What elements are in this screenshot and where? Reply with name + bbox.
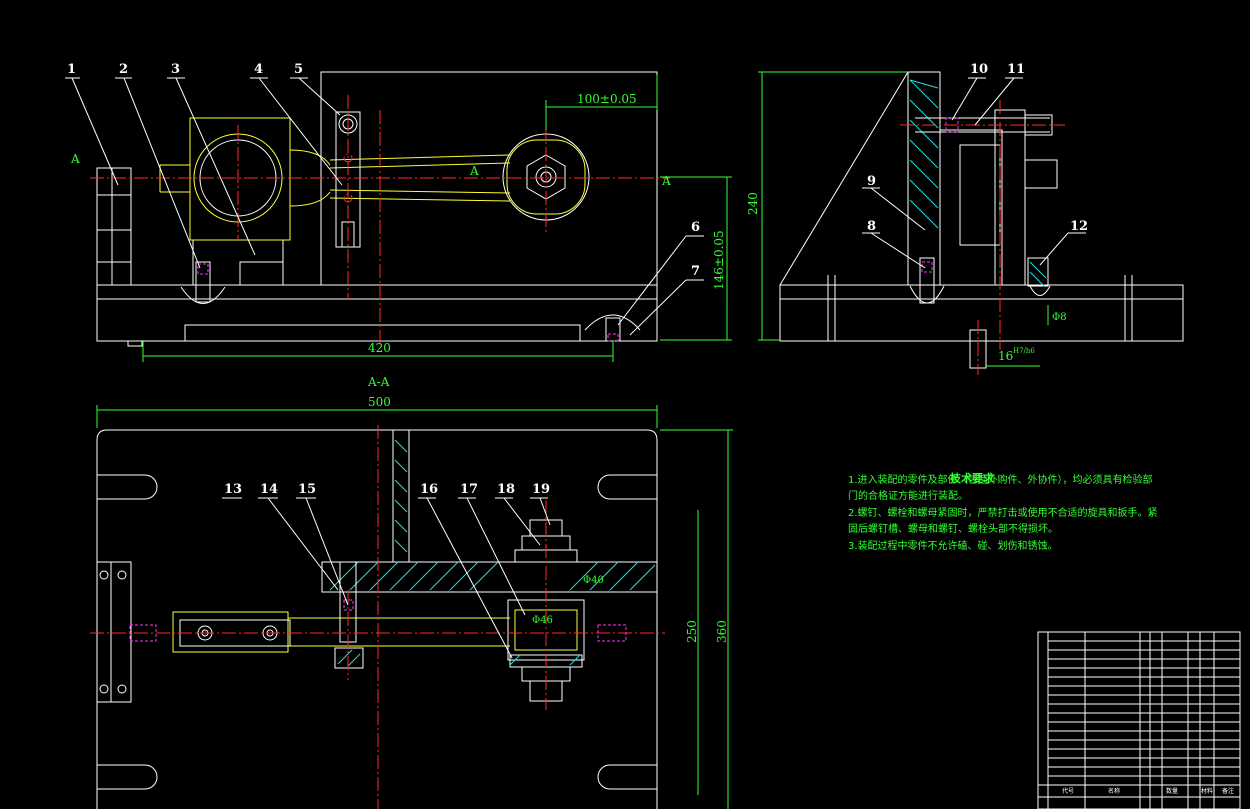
part-label-4: 4 — [254, 62, 263, 77]
part-label-1: 1 — [67, 62, 76, 77]
part-label-3: 3 — [171, 62, 180, 77]
title-col-name: 名称 — [1108, 787, 1120, 795]
section-mark-mid: A — [469, 164, 479, 178]
part-label-18: 18 — [497, 482, 515, 497]
tech-req-line-1: 1.进入装配的零件及部件（包括外购件、外协件），均必须具有检验部 — [848, 473, 1153, 486]
dim-250: 250 — [685, 620, 699, 643]
part-label-10: 10 — [970, 62, 988, 77]
dim-240: 240 — [746, 192, 760, 215]
part-label-13: 13 — [224, 482, 242, 497]
dim-phi-a: Φ8 — [1052, 312, 1067, 323]
dim-100: 100±0.05 — [577, 92, 637, 106]
part-label-5: 5 — [294, 62, 303, 77]
leader-lines — [65, 77, 1086, 659]
dim-500: 500 — [368, 395, 391, 409]
tech-req-line-2: 门的合格证方能进行装配。 — [848, 489, 968, 502]
part-label-15: 15 — [298, 482, 316, 497]
part-label-17: 17 — [460, 482, 478, 497]
part-label-11: 11 — [1007, 62, 1025, 77]
dim-16-fit: H7/h6 — [1013, 347, 1035, 355]
tech-requirements: 技术要求 1.进入装配的零件及部件（包括外购件、外协件），均必须具有检验部 门的… — [848, 471, 1158, 552]
title-col-remark: 备注 — [1222, 787, 1234, 795]
section-mark-left: A — [70, 152, 80, 166]
part-label-14: 14 — [260, 482, 278, 497]
tech-req-line-5: 3.装配过程中零件不允许磕、碰、划伤和锈蚀。 — [848, 539, 1058, 552]
tech-req-line-4: 固后螺钉槽、螺母和螺钉、螺栓头部不得损坏。 — [848, 522, 1058, 535]
part-label-7: 7 — [691, 264, 700, 279]
section-view: A-A 500 — [90, 375, 733, 809]
part-labels: 1 2 3 4 5 6 7 8 9 10 11 12 13 14 15 16 1… — [67, 62, 1088, 497]
dim-146: 146±0.05 — [712, 230, 726, 290]
dim-phi-b: Φ40 — [583, 575, 604, 586]
part-label-19: 19 — [532, 482, 550, 497]
dim-16: 16 — [998, 349, 1013, 363]
part-label-9: 9 — [867, 174, 876, 189]
part-label-8: 8 — [867, 219, 876, 234]
front-view: A A A 100±0.05 146±0.05 420 — [70, 71, 732, 362]
tech-req-line-3: 2.螺钉、螺栓和螺母紧固时，严禁打击或使用不合适的旋具和扳手。紧 — [848, 506, 1158, 519]
title-col-mat: 材料 — [1201, 787, 1213, 795]
title-col-qty: 数量 — [1166, 787, 1178, 795]
part-label-16: 16 — [420, 482, 438, 497]
part-label-2: 2 — [119, 62, 128, 77]
dim-phi-c: Φ46 — [532, 615, 553, 626]
side-view: 240 16 H7/h6 Φ8 — [746, 71, 1184, 375]
section-title: A-A — [367, 375, 390, 389]
dim-420: 420 — [368, 341, 391, 355]
section-mark-right: A — [661, 174, 671, 188]
title-col-code: 代号 — [1062, 787, 1074, 795]
title-block: 代号 名称 数量 材料 备注 — [1037, 631, 1241, 809]
dim-360: 360 — [715, 620, 729, 643]
part-label-12: 12 — [1070, 219, 1088, 234]
part-label-6: 6 — [691, 220, 700, 235]
tech-req-title: 技术要求 — [950, 471, 995, 485]
